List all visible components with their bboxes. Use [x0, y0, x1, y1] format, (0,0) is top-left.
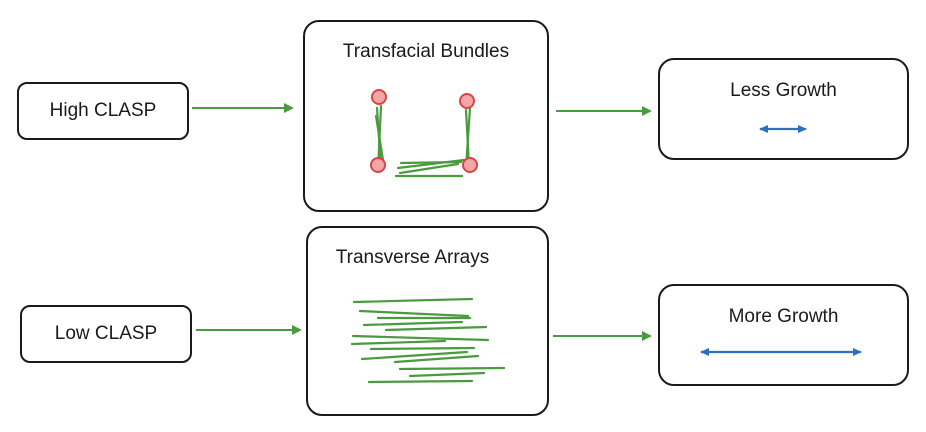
- transfacial-bundles-box: Transfacial Bundles: [303, 20, 549, 212]
- more-growth-label: More Growth: [728, 306, 839, 327]
- low-clasp-label: Low CLASP: [54, 323, 158, 344]
- transverse-microtubules: [350, 297, 506, 384]
- high-clasp-label: High CLASP: [49, 100, 157, 121]
- node-bottom-left: [370, 157, 386, 173]
- crossover-nodes: [370, 89, 478, 173]
- transfacial-microtubules: [374, 104, 472, 178]
- node-top-right: [459, 93, 475, 109]
- less-growth-box: Less Growth: [658, 58, 909, 160]
- transverse-arrays-title: Transverse Arrays: [335, 247, 490, 268]
- low-clasp-box: Low CLASP: [20, 305, 192, 363]
- transfacial-bundles-title: Transfacial Bundles: [342, 41, 510, 62]
- node-bottom-right: [462, 157, 478, 173]
- less-growth-label: Less Growth: [730, 80, 837, 101]
- node-top-left: [371, 89, 387, 105]
- more-growth-box: More Growth: [658, 284, 909, 386]
- high-clasp-box: High CLASP: [17, 82, 189, 140]
- transverse-arrays-box: Transverse Arrays: [306, 226, 549, 416]
